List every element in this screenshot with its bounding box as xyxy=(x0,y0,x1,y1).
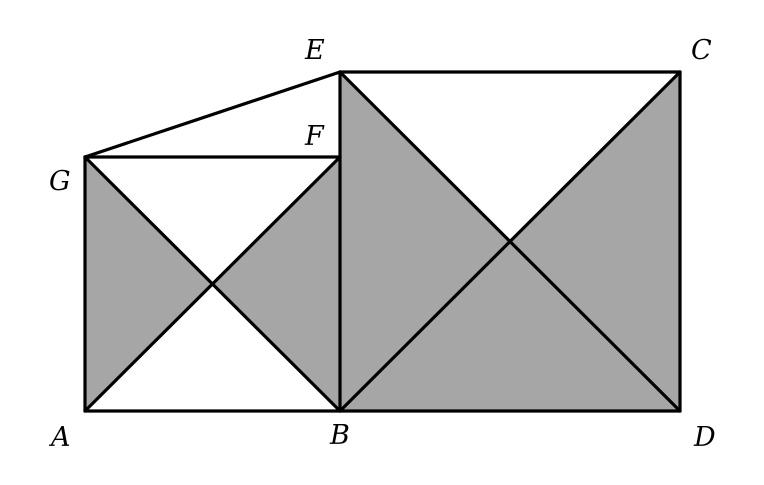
shaded-triangle-right-small xyxy=(212,157,340,411)
label-point-e: E xyxy=(304,35,325,66)
segment-ge xyxy=(83,70,342,159)
label-point-f: F xyxy=(304,121,325,152)
diagonal-gb xyxy=(83,155,342,413)
label-point-b: B xyxy=(329,420,350,451)
shaded-triangle-bottom-large xyxy=(340,242,680,411)
label-point-a: A xyxy=(48,422,71,453)
shaded-triangle-right-large xyxy=(510,72,680,411)
shaded-triangle-left-small xyxy=(85,157,212,411)
diagonal-ed xyxy=(338,70,682,413)
label-point-g: G xyxy=(49,166,71,197)
shaded-triangle-left-large xyxy=(340,72,510,411)
label-point-c: C xyxy=(691,35,712,66)
label-point-d: D xyxy=(693,422,716,453)
